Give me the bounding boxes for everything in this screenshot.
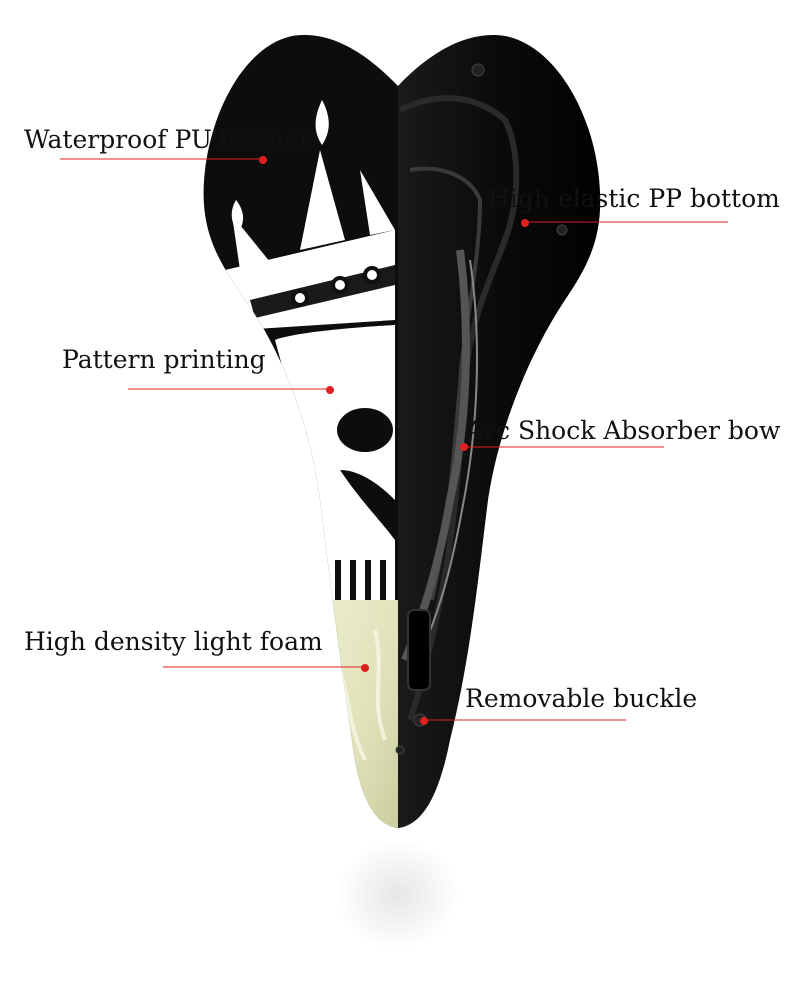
reflection-shadow <box>336 840 460 950</box>
label-waterproof-leather: Waterproof PU leather <box>24 125 311 154</box>
label-light-foam: High density light foam <box>24 627 323 656</box>
shock-absorber-bow <box>401 249 470 662</box>
label-pattern-printing: Pattern printing <box>62 345 266 374</box>
pointer-lines <box>60 156 728 725</box>
label-shock-bow: Arc Shock Absorber bow <box>466 416 781 445</box>
label-elastic-bottom: High elastic PP bottom <box>488 184 780 213</box>
label-removable-buckle: Removable buckle <box>465 684 698 713</box>
